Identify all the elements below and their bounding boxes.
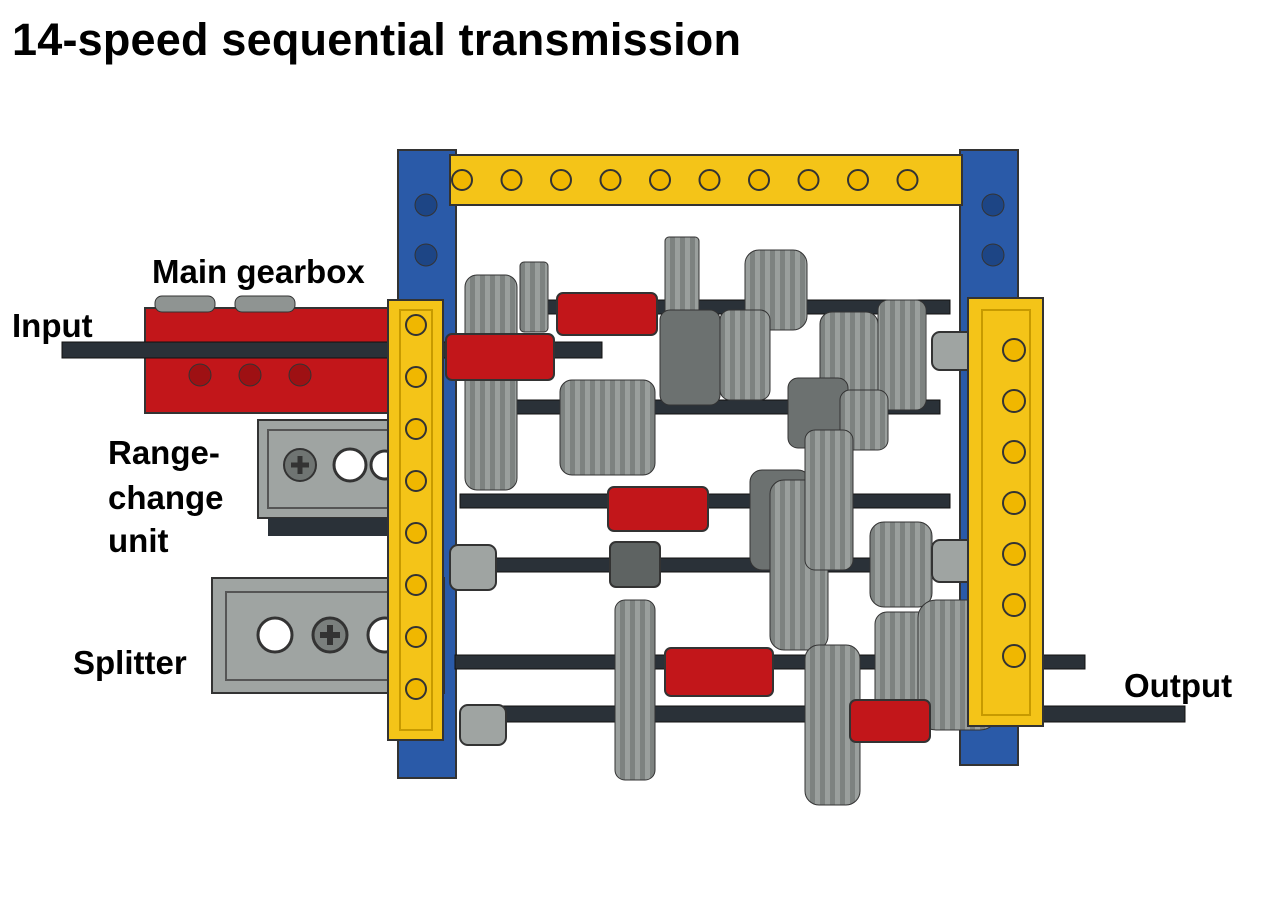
label-range-change-1: Range- <box>108 434 220 471</box>
label-range-change-3: unit <box>108 522 169 559</box>
frame-front <box>387 297 1044 741</box>
label-range-change-2: change <box>108 479 224 516</box>
beam-hole <box>797 169 820 191</box>
beam-hole <box>451 169 473 191</box>
beam-hole <box>1002 389 1026 413</box>
label-main-gearbox: Main gearbox <box>152 253 365 290</box>
beam-hole <box>1002 338 1026 362</box>
beam-hole <box>1002 491 1026 515</box>
beam-hole <box>1002 644 1026 668</box>
beam-hole <box>1002 593 1026 617</box>
beam-hole <box>896 169 919 191</box>
beam-hole <box>599 169 622 191</box>
beam-hole <box>405 522 427 544</box>
beam-hole <box>500 169 523 191</box>
beam-hole <box>405 626 427 648</box>
beam-hole <box>405 470 427 492</box>
beam-hole <box>1002 542 1026 566</box>
beam-hole <box>405 366 427 388</box>
beam-hole <box>405 418 427 440</box>
label-splitter: Splitter <box>73 644 187 681</box>
label-input: Input <box>12 307 93 344</box>
shift-couplers <box>445 292 931 743</box>
left-yellow-beam <box>387 299 444 741</box>
beam-hole <box>405 678 427 700</box>
range-change-housing <box>257 419 401 536</box>
beam-hole <box>847 169 869 191</box>
diagram-title: 14-speed sequential transmission <box>12 14 742 65</box>
beam-hole <box>748 169 770 191</box>
beam-hole <box>649 169 671 191</box>
beam-hole <box>550 169 572 191</box>
beam-hole <box>698 169 721 191</box>
beam-hole <box>405 314 427 336</box>
input-housing <box>144 295 396 414</box>
label-output: Output <box>1124 667 1233 704</box>
beam-hole <box>1002 440 1026 464</box>
beam-hole <box>405 574 427 596</box>
gears <box>464 236 999 806</box>
